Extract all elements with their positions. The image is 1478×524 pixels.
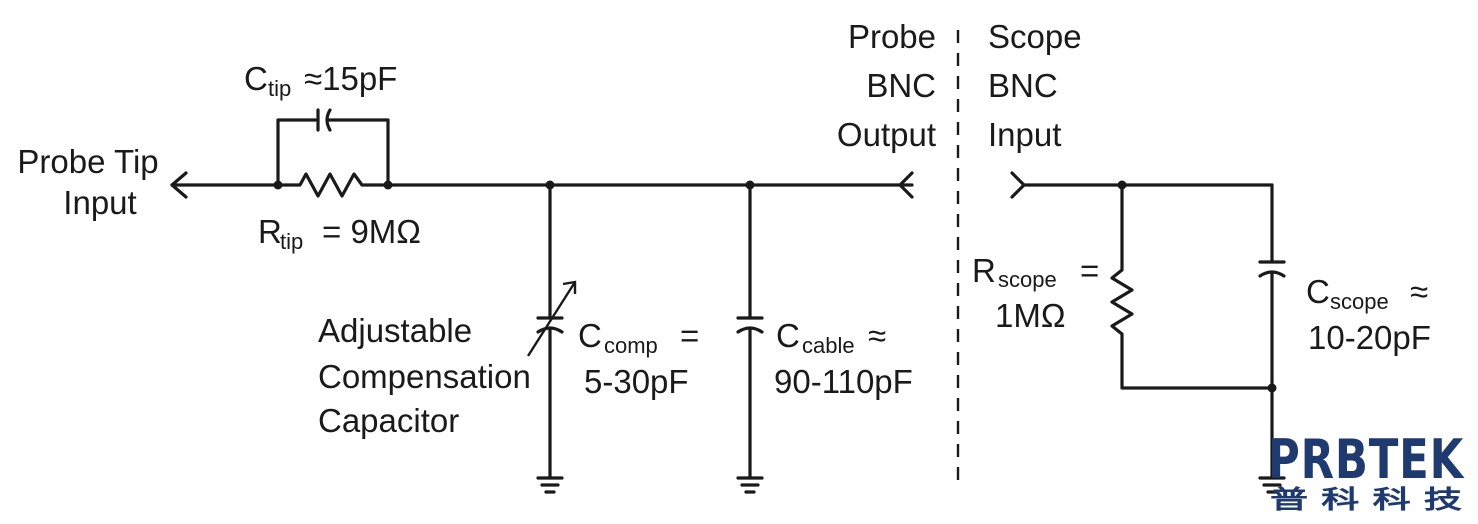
probe-bnc-output-label: Probe BNC Output <box>837 18 936 153</box>
ccable-eq: ≈ <box>868 317 886 354</box>
adjustable-line1: Adjustable <box>318 312 472 349</box>
ctip-label: C tip ≈15pF <box>244 60 397 101</box>
probe-tip-label-line2: Input <box>63 184 136 221</box>
ccable-main: C <box>776 317 800 354</box>
ccomp-sub: comp <box>604 333 658 358</box>
cscope-value: 10-20pF <box>1308 319 1431 356</box>
ccable-value: 90-110pF <box>774 363 913 400</box>
scope-bnc-line1: Scope <box>988 18 1082 55</box>
logo-brand-text: PRBTEK <box>1268 428 1465 491</box>
probe-bnc-line1: Probe <box>848 18 936 55</box>
ctip-main: C <box>244 60 268 97</box>
scope-bnc-input-label: Scope BNC Input <box>988 18 1082 153</box>
cscope-main: C <box>1306 273 1330 310</box>
rtip-value: = 9MΩ <box>322 213 421 250</box>
adjustable-line3: Capacitor <box>318 402 459 439</box>
ground-symbol-scope <box>1258 476 1286 494</box>
rtip-main: R <box>258 213 282 250</box>
ccomp-variable-capacitor <box>526 180 577 480</box>
rscope-main: R <box>972 252 996 289</box>
ground-symbol-ccable <box>736 476 764 494</box>
rscope-sub: scope <box>998 267 1057 292</box>
ctip-value: ≈15pF <box>304 60 397 97</box>
rscope-eq: = <box>1080 252 1099 289</box>
ccable-capacitor <box>736 180 764 480</box>
ctip-plate-2 <box>325 108 332 132</box>
cscope-label: C scope ≈ 10-20pF <box>1306 273 1431 356</box>
scope-bnc-line2: BNC <box>988 67 1058 104</box>
probe-tip-label-line1: Probe Tip <box>17 143 158 180</box>
ccomp-value: 5-30pF <box>584 363 689 400</box>
ccable-sub: cable <box>802 333 855 358</box>
rtip-ctip-network <box>273 108 393 198</box>
prbtek-logo: PRBTEK 普 科 科 技 <box>1268 428 1465 514</box>
rscope-value: 1MΩ <box>995 297 1066 334</box>
logo-chinese-text: 普 科 科 技 <box>1270 485 1462 514</box>
ccomp-eq: = <box>680 317 699 354</box>
rscope-label: R scope = 1MΩ <box>972 252 1099 334</box>
ccomp-label: C comp = 5-30pF <box>578 317 699 400</box>
rtip-sub: tip <box>280 229 303 254</box>
probe-bnc-line2: BNC <box>866 67 936 104</box>
cscope-sub: scope <box>1330 289 1389 314</box>
rscope-resistor <box>1110 180 1274 390</box>
adjustable-label: Adjustable Compensation Capacitor <box>318 312 531 439</box>
probe-bnc-output-connector <box>898 171 914 199</box>
cscope-capacitor <box>1258 260 1286 480</box>
scope-bnc-input-connector <box>1010 171 1026 199</box>
adjustable-line2: Compensation <box>318 358 531 395</box>
rtip-resistor <box>276 172 390 198</box>
probe-bnc-line3: Output <box>837 116 936 153</box>
probe-tip-arrow <box>170 171 280 199</box>
ccomp-main: C <box>578 317 602 354</box>
cscope-eq: ≈ <box>1410 273 1428 310</box>
ctip-sub: tip <box>268 76 291 101</box>
ccable-label: C cable ≈ 90-110pF <box>774 317 913 400</box>
scope-bnc-line3: Input <box>988 116 1061 153</box>
ground-symbol-ccomp <box>536 476 564 494</box>
rtip-label: R tip = 9MΩ <box>258 213 421 254</box>
